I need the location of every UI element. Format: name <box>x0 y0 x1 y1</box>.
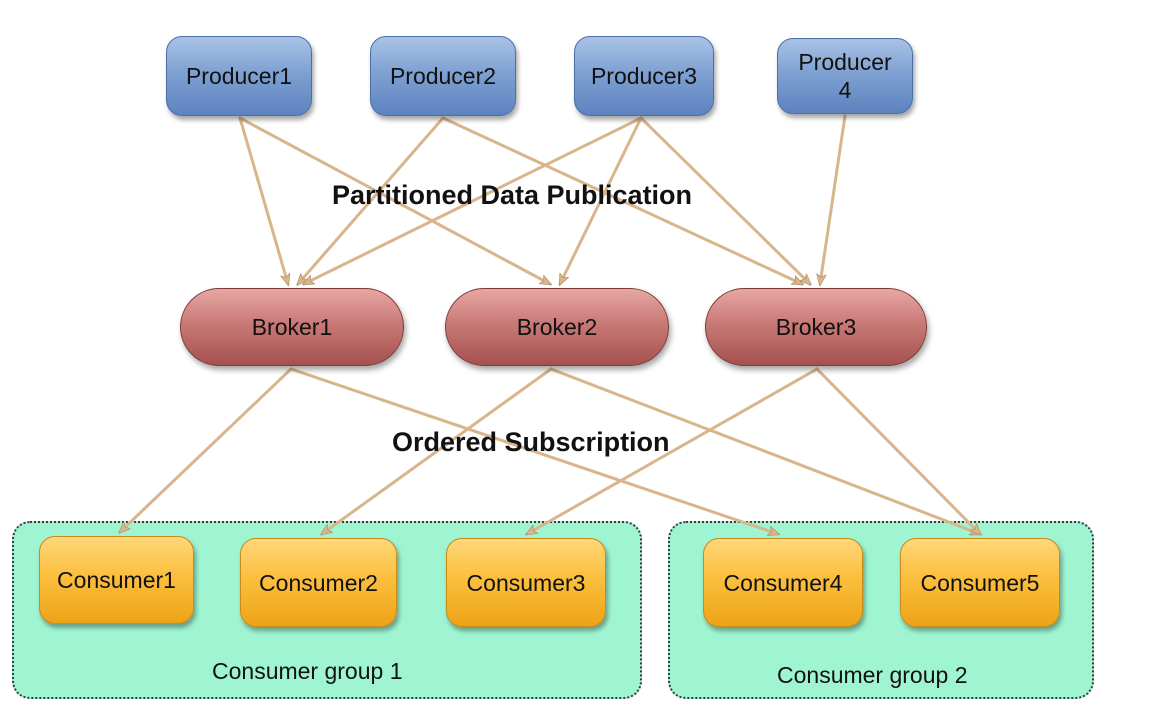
edge-b3-to-c5 <box>815 367 980 534</box>
edge-p2-to-b3 <box>441 116 802 286</box>
edge-b2-to-c5 <box>549 367 980 536</box>
producer3-node: Producer3 <box>574 36 714 116</box>
edge-b2-to-c2 <box>322 367 553 534</box>
edge-p3-to-b1 <box>304 116 643 286</box>
edge-p3-to-b2 <box>558 116 643 284</box>
broker1-node: Broker1 <box>180 288 404 366</box>
edge-b1-to-c1 <box>120 367 293 532</box>
consumer1-node: Consumer1 <box>39 536 194 624</box>
edge-b3-to-c3 <box>527 367 819 536</box>
edge-p4-to-b3 <box>820 114 847 284</box>
consumer-group-2-label: Consumer group 2 <box>777 662 968 688</box>
producer4-node: Producer 4 <box>777 38 913 114</box>
partitioned-data-publication-label: Partitioned Data Publication <box>332 180 693 210</box>
broker3-node: Broker3 <box>705 288 927 366</box>
edge-p1-to-b1 <box>238 116 288 284</box>
consumer-group-1-label: Consumer group 1 <box>212 658 403 684</box>
ordered-subscription-label: Ordered Subscription <box>392 427 670 457</box>
consumer5-node: Consumer5 <box>900 538 1060 627</box>
edge-p3-to-b3 <box>639 116 810 284</box>
producer2-node: Producer2 <box>370 36 516 116</box>
broker2-node: Broker2 <box>445 288 669 366</box>
consumer4-node: Consumer4 <box>703 538 863 627</box>
producer1-node: Producer1 <box>166 36 312 116</box>
edge-p2-to-b1 <box>298 116 445 284</box>
consumer3-node: Consumer3 <box>446 538 606 627</box>
consumer2-node: Consumer2 <box>240 538 397 627</box>
edge-p1-to-b2 <box>238 116 550 286</box>
edge-b1-to-c4 <box>289 367 778 534</box>
